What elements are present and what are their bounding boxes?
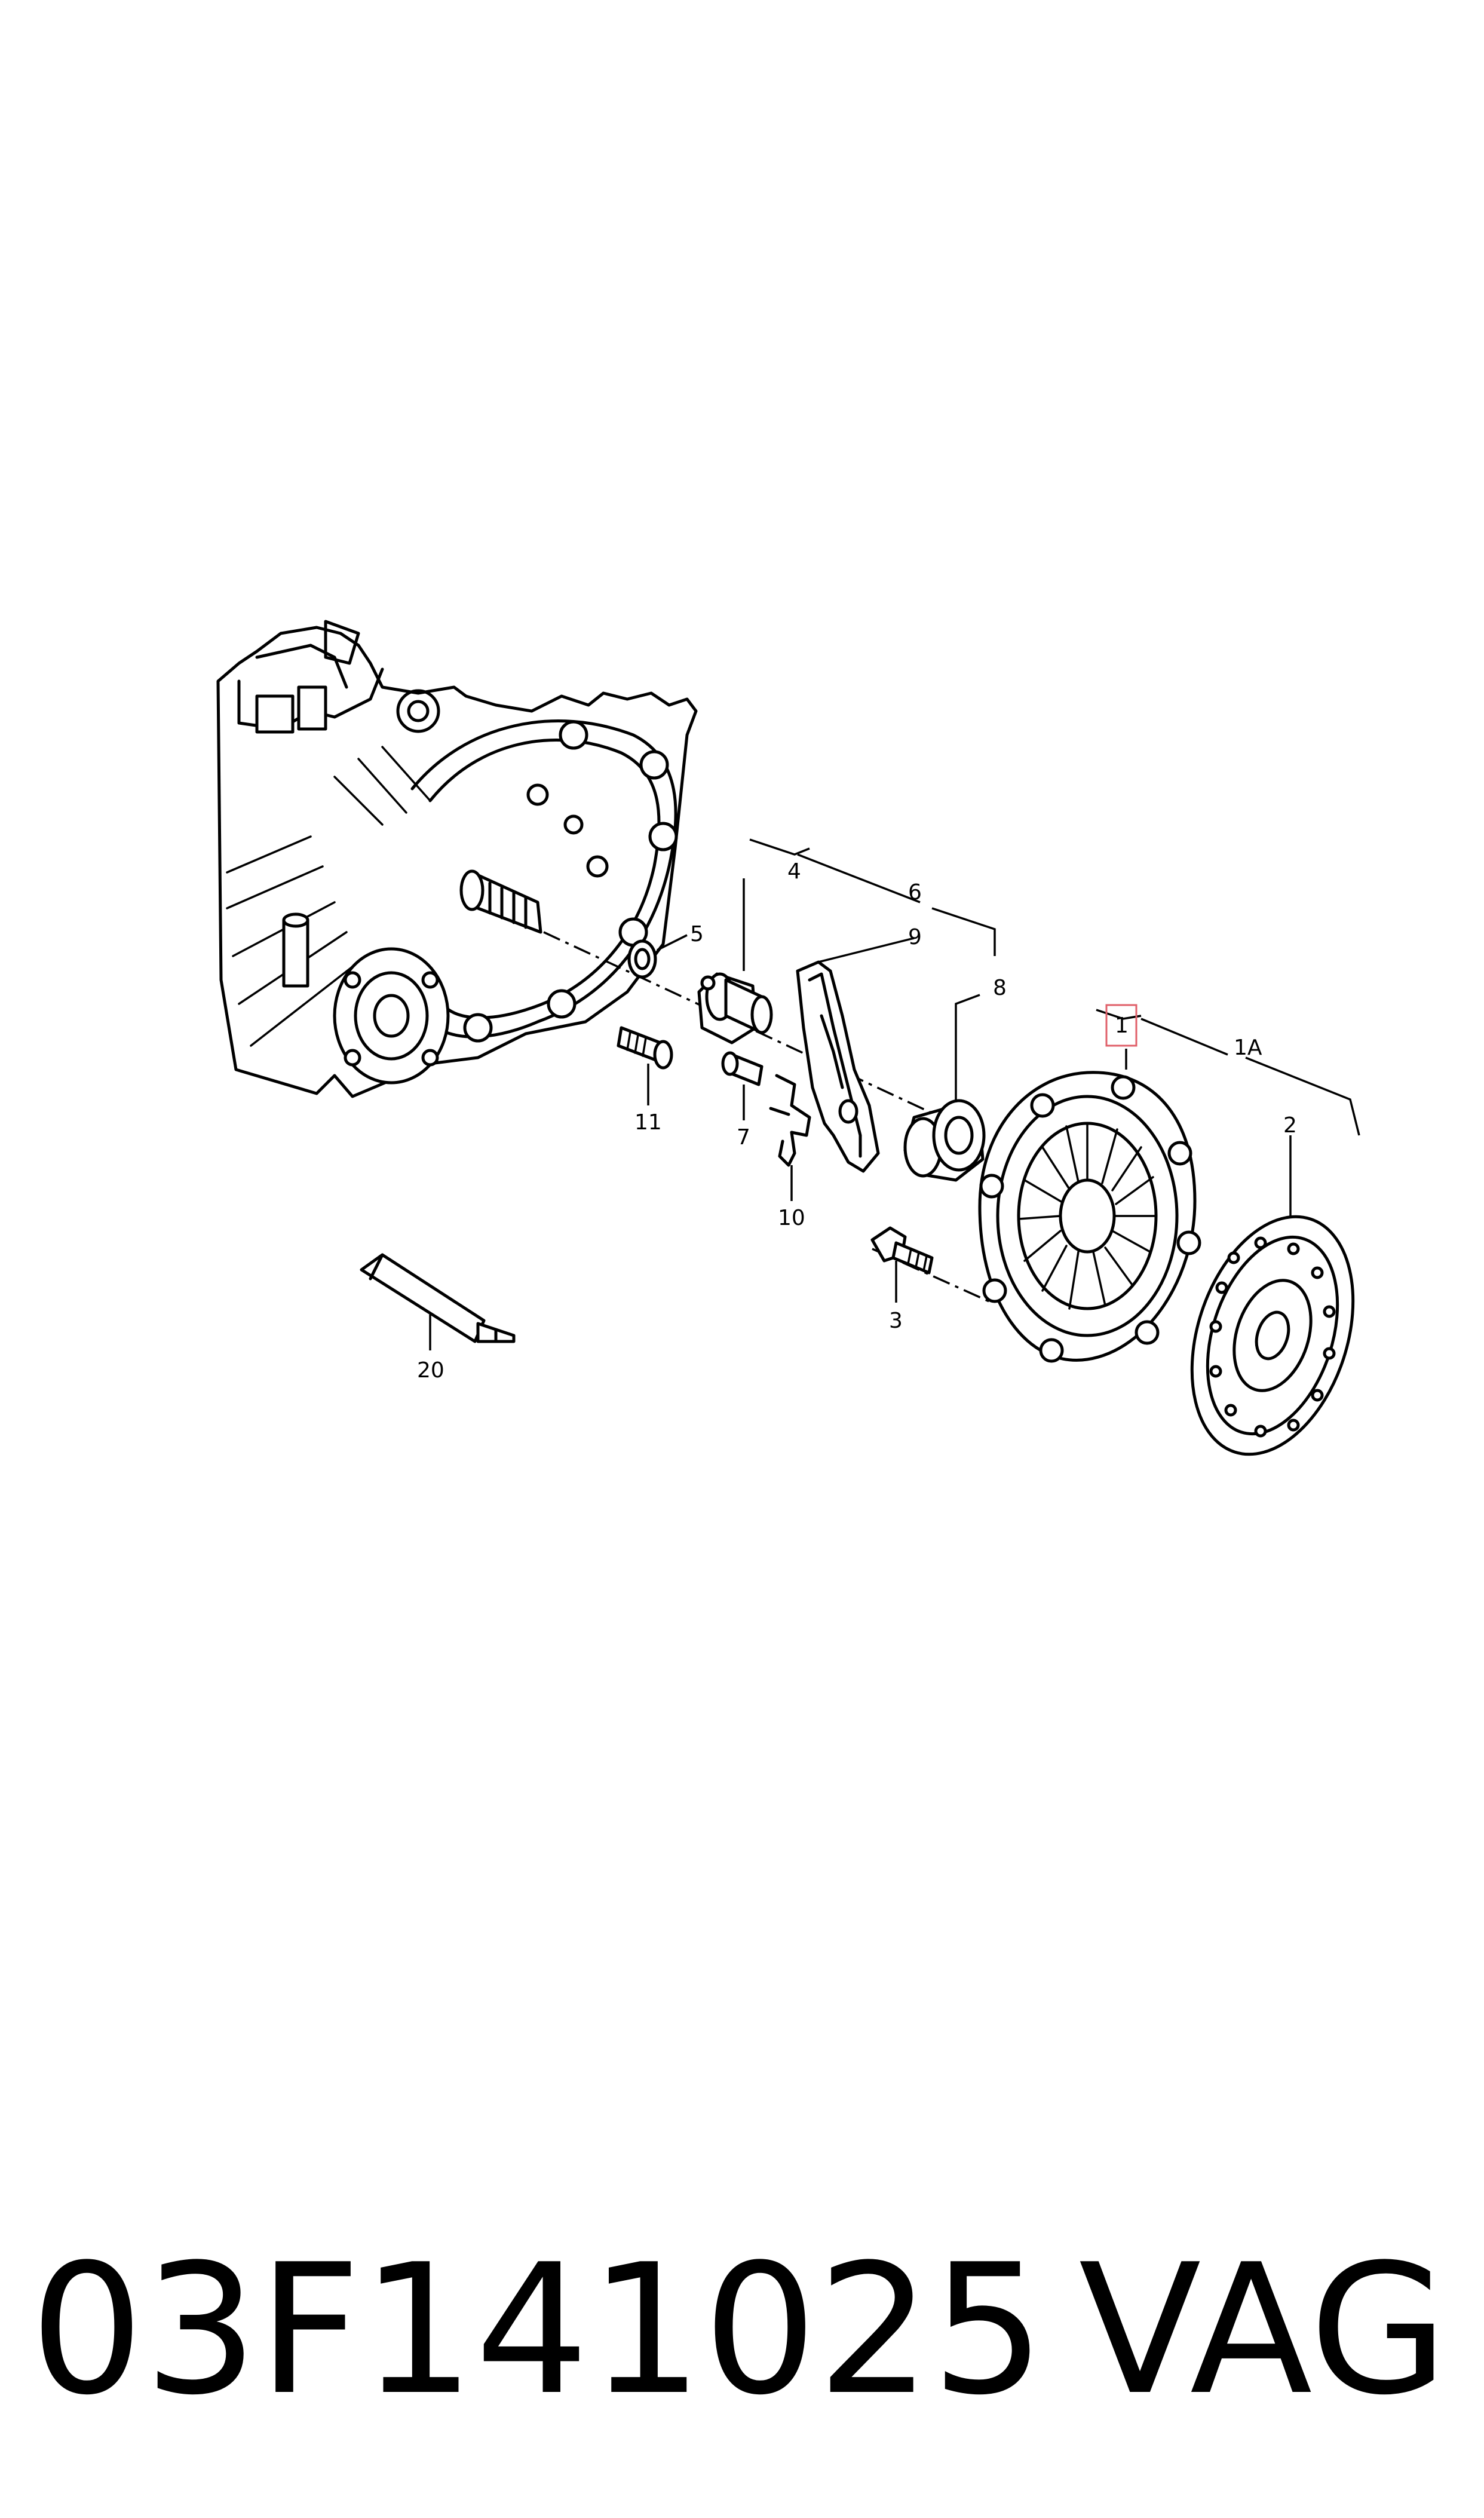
callout-1a: 1A — [1234, 1036, 1262, 1060]
callout-9: 9 — [908, 925, 922, 949]
part-number: 03F141025 — [30, 2226, 1045, 2434]
part-7-bolt — [721, 1051, 764, 1120]
callout-2: 2 — [1283, 1113, 1297, 1138]
part-4-guide-sleeve — [697, 878, 773, 1044]
part-5-seal — [627, 934, 688, 979]
part-20-grease-tube — [360, 1253, 516, 1350]
callout-10: 10 — [778, 1206, 805, 1230]
part-9-release-fork — [796, 937, 915, 1173]
callout-20: 20 — [417, 1358, 444, 1383]
callout-5: 5 — [690, 922, 704, 946]
gearbox-housing — [216, 620, 698, 1098]
part-1-pressure-plate — [978, 1049, 1201, 1363]
exploded-parts-diagram: 4 6 9 5 8 1 1A 2 11 7 10 3 20 — [216, 620, 1360, 1456]
part-10-clip — [769, 1074, 811, 1201]
brand-label: VAG — [1078, 2226, 1448, 2434]
callout-4: 4 — [787, 859, 801, 884]
part-8-release-bearing — [903, 994, 986, 1182]
callout-8: 8 — [993, 976, 1007, 1000]
callout-3: 3 — [889, 1309, 903, 1333]
input-shaft — [459, 869, 542, 934]
callout-7: 7 — [737, 1125, 750, 1150]
callout-11: 11 — [634, 1110, 662, 1135]
callout-1-highlight — [1105, 1004, 1137, 1047]
part-2-clutch-disc — [1190, 1135, 1355, 1456]
callout-6: 6 — [908, 880, 922, 905]
drive-flange — [333, 947, 450, 1085]
part-3-bolt — [870, 1226, 934, 1303]
part-11-bolt — [617, 1026, 673, 1105]
callout-1: 1 — [1115, 1013, 1129, 1038]
footer: 03F141025 VAG — [0, 2205, 1484, 2456]
